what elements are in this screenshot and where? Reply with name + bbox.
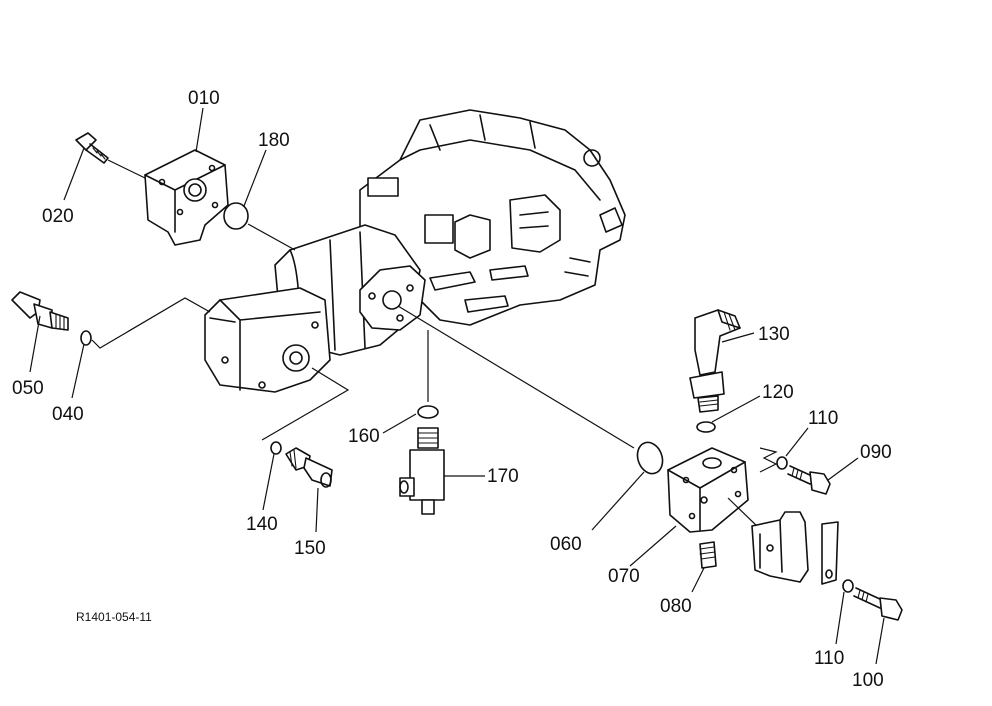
label-080: 080 bbox=[660, 596, 692, 617]
pump-assembly-drawing bbox=[204, 109, 626, 393]
part-140-o-ring bbox=[270, 441, 282, 455]
leader-060-to-flange bbox=[397, 305, 635, 449]
part-160-o-ring bbox=[417, 405, 439, 419]
part-020-bolt bbox=[75, 132, 146, 179]
label-020: 020 bbox=[42, 206, 74, 227]
part-090-bolt bbox=[787, 465, 831, 495]
label-090: 090 bbox=[860, 442, 892, 463]
label-060: 060 bbox=[550, 534, 582, 555]
label-150: 150 bbox=[294, 538, 326, 559]
leader-050-to-pump bbox=[91, 297, 211, 349]
label-050: 050 bbox=[12, 378, 44, 399]
part-130-pressure-switch bbox=[689, 309, 741, 413]
break-leader-090 bbox=[759, 447, 778, 473]
part-labels: 010 020 180 050 040 130 120 110 090 160 … bbox=[12, 88, 892, 691]
label-130: 130 bbox=[758, 324, 790, 345]
label-110-lower: 110 bbox=[814, 648, 844, 669]
label-010: 010 bbox=[188, 88, 220, 109]
part-110-washer-lower bbox=[842, 579, 854, 593]
part-060-o-ring bbox=[636, 441, 664, 475]
mounting-bracket bbox=[751, 511, 839, 585]
part-040-o-ring bbox=[80, 330, 92, 346]
part-180-o-ring bbox=[223, 202, 249, 230]
part-010-flange bbox=[144, 149, 229, 246]
part-110-washer-upper bbox=[776, 456, 788, 470]
label-170: 170 bbox=[487, 466, 519, 487]
part-070-valve-block bbox=[667, 447, 749, 533]
label-160: 160 bbox=[348, 426, 380, 447]
leader-150-to-pump bbox=[261, 367, 350, 441]
part-170-tee-fitting bbox=[399, 427, 445, 515]
label-110-upper: 110 bbox=[808, 408, 838, 429]
part-100-bolt bbox=[853, 587, 903, 621]
part-120-o-ring bbox=[696, 421, 716, 433]
label-140: 140 bbox=[246, 514, 278, 535]
label-100: 100 bbox=[852, 670, 884, 691]
label-180: 180 bbox=[258, 130, 290, 151]
label-040: 040 bbox=[52, 404, 84, 425]
part-150-fitting bbox=[285, 447, 333, 488]
label-leaders bbox=[29, 107, 885, 665]
label-070: 070 bbox=[608, 566, 640, 587]
part-050-fitting bbox=[11, 291, 69, 331]
drawing-reference-code: R1401-054-11 bbox=[76, 610, 152, 624]
label-120: 120 bbox=[762, 382, 794, 403]
part-080-nipple bbox=[699, 541, 717, 569]
